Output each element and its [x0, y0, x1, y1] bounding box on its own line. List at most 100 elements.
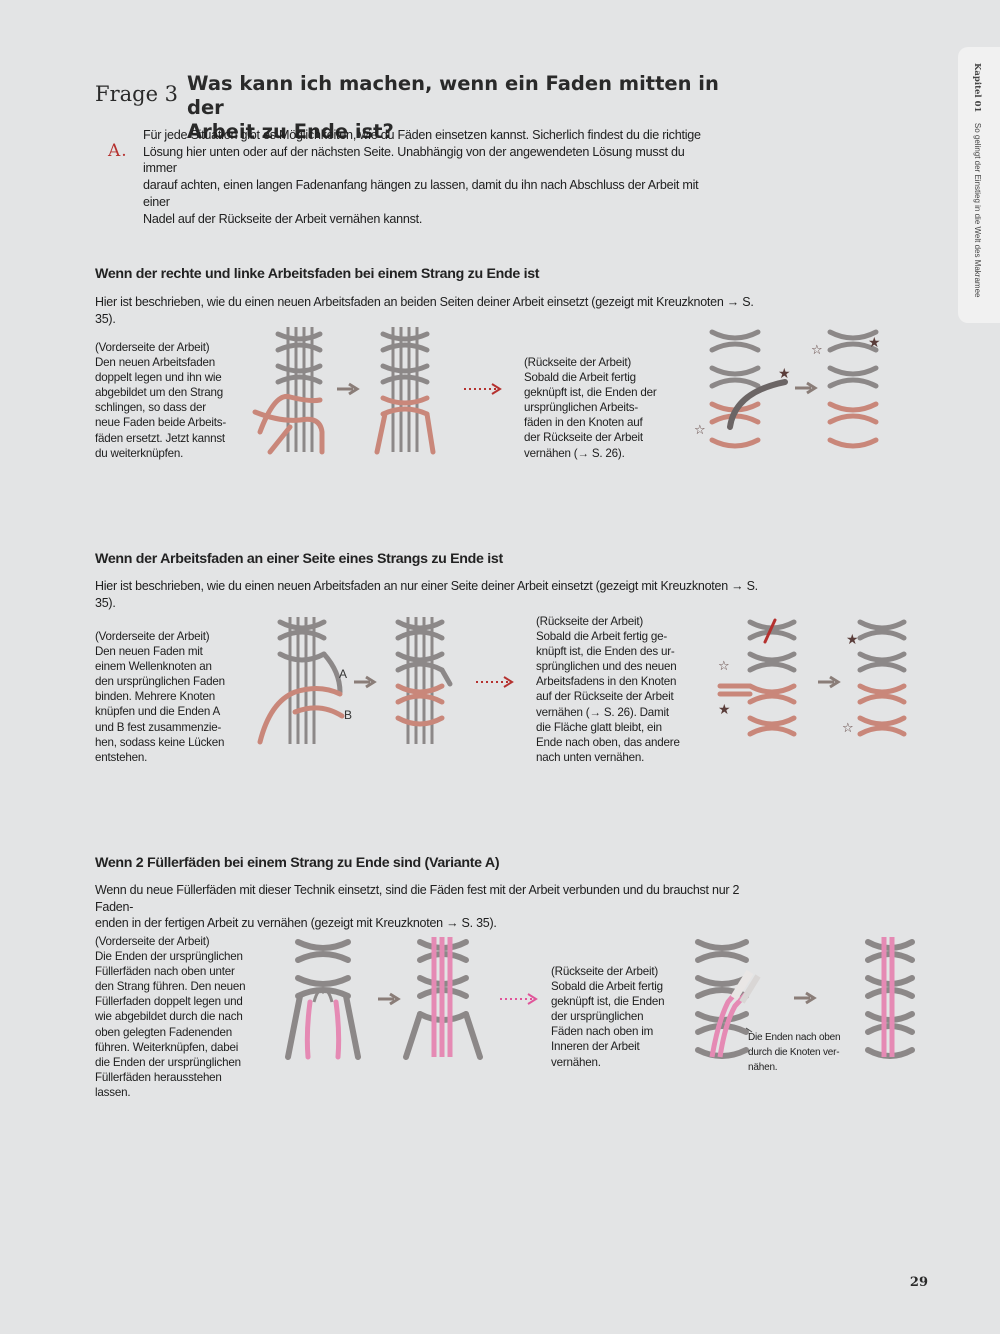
svg-text:★: ★ — [718, 702, 731, 718]
svg-text:☆: ☆ — [842, 721, 854, 736]
caption-line: führen. Weiterknüpfen, dabei — [95, 1040, 239, 1054]
chapter-side-tab: Kapitel 01 So gelingt der Einstieg in di… — [958, 47, 1000, 323]
caption-line: Die Enden der ursprünglichen — [95, 950, 243, 964]
illustration-front-step2 — [395, 617, 453, 744]
caption-back: (Rückseite der Arbeit) Sobald die Arbeit… — [524, 355, 657, 461]
svg-text:☆: ☆ — [694, 423, 706, 438]
section-heading: Wenn der Arbeitsfaden an einer Seite ein… — [95, 551, 503, 567]
caption-line: (Rückseite der Arbeit) — [536, 615, 644, 628]
caption-line: vernähen (→ S. 26). Damit — [536, 705, 669, 719]
arrow-icon — [378, 992, 401, 1006]
section-intro-line: Wenn du neue Füllerfäden mit dieser Tech… — [95, 883, 740, 914]
caption-line: Arbeitsfadens in den Knoten — [536, 675, 677, 689]
caption-line: fäden ersetzt. Jetzt kannst — [95, 431, 225, 445]
caption-line: oben gelegten Fadenenden — [95, 1025, 233, 1039]
caption-line: nach unten vernähen. — [536, 750, 645, 764]
section-heading: Wenn 2 Füllerfäden bei einem Strang zu E… — [95, 855, 500, 871]
caption-line: (Vorderseite der Arbeit) — [95, 935, 210, 948]
dotted-arrow-icon — [500, 993, 538, 1005]
section-intro: Hier ist beschrieben, wie du einen neuen… — [95, 295, 754, 326]
caption-line: Fäden nach oben im — [551, 1025, 654, 1039]
chapter-label: Kapitel 01 — [972, 63, 982, 113]
caption-line: einem Wellenknoten an — [95, 660, 212, 674]
caption-line: auf der Rückseite der Arbeit — [536, 690, 674, 704]
question-title: Was kann ich machen, wenn ein Faden mitt… — [187, 72, 747, 144]
label-b: B — [344, 708, 352, 722]
caption-line: neue Faden beide Arbeits- — [95, 416, 226, 430]
section-intro: Hier ist beschrieben, wie du einen neuen… — [95, 579, 758, 610]
caption-line: der Rückseite der Arbeit — [524, 431, 643, 445]
caption-line: und B fest zusammenzie- — [95, 720, 222, 734]
caption-back: (Rückseite der Arbeit) Sobald die Arbeit… — [551, 964, 665, 1070]
illustration-front-step1 — [252, 327, 325, 455]
caption-line: der ursprünglichen — [551, 1010, 644, 1024]
caption-line: knüpft ist, die Enden des ur- — [536, 645, 675, 659]
caption-line: den Strang führen. Den neuen — [95, 980, 246, 994]
illustration-back-steps: ★ ☆ ☆ ★ — [694, 329, 881, 449]
caption-line: Sobald die Arbeit fertig — [551, 980, 663, 994]
caption-line: die Fläche glatt bleibt, ein — [536, 720, 662, 734]
answer-line: Für jede Situation gibt es Möglichkeiten… — [143, 128, 701, 142]
section-heading: Wenn der rechte und linke Arbeitsfaden b… — [95, 266, 540, 282]
answer-line: darauf achten, einen langen Fadenanfang … — [143, 178, 699, 209]
note-line: nähen. — [748, 1062, 778, 1073]
answer-text: Für jede Situation gibt es Möglichkeiten… — [143, 127, 703, 227]
caption-back: (Rückseite der Arbeit) Sobald die Arbeit… — [536, 614, 680, 765]
illustration-back-steps: ☆ ★ ★ ☆ — [717, 618, 907, 737]
caption-line: (Rückseite der Arbeit) — [551, 965, 659, 978]
caption-line: Den neuen Faden mit — [95, 645, 203, 659]
caption-front: (Vorderseite der Arbeit) Die Enden der u… — [95, 934, 246, 1100]
answer-line: Lösung hier unten oder auf der nächsten … — [143, 144, 685, 176]
caption-line: die Enden der ursprünglichen — [95, 1055, 241, 1069]
question-title-line: Arbeit zu Ende ist? — [187, 120, 394, 143]
caption-line: lassen. — [95, 1085, 131, 1099]
svg-text:★: ★ — [868, 335, 881, 351]
arrow-icon — [354, 675, 377, 689]
section-intro-line: enden in der fertigen Arbeit zu vernähen… — [95, 916, 497, 930]
page-number: 29 — [909, 1275, 928, 1290]
chapter-title: So gelingt der Einstieg in die Welt des … — [973, 122, 982, 298]
dotted-arrow-icon — [476, 676, 514, 688]
svg-text:☆: ☆ — [718, 659, 730, 674]
caption-line: Den neuen Arbeitsfaden — [95, 356, 216, 370]
note-line: Die Enden nach oben — [748, 1032, 841, 1043]
caption-line: Inneren der Arbeit — [551, 1040, 640, 1054]
illustration-front-step1: A B — [257, 617, 352, 745]
caption-line: doppelt legen und ihn wie — [95, 371, 222, 385]
note-line: durch die Knoten ver- — [748, 1047, 840, 1058]
caption-line: hen, sodass keine Lücken — [95, 735, 225, 749]
svg-text:★: ★ — [846, 632, 859, 648]
caption-line: den ursprünglichen Faden — [95, 675, 225, 689]
answer-label: A. — [108, 141, 128, 161]
caption-line: geknüpft ist, die Enden der — [524, 386, 657, 400]
chapter-tab-text: Kapitel 01 So gelingt der Einstieg in di… — [972, 63, 982, 297]
caption-line: Füllerfäden herausstehen — [95, 1070, 222, 1084]
svg-text:☆: ☆ — [811, 343, 823, 358]
caption-line: geknüpft ist, die Enden — [551, 995, 665, 1009]
caption-line: (Vorderseite der Arbeit) — [95, 630, 210, 643]
illustration-back-steps — [695, 937, 915, 1059]
illustration-front-step1 — [285, 939, 361, 1060]
caption-line: (Vorderseite der Arbeit) — [95, 341, 210, 354]
caption-front: (Vorderseite der Arbeit) Den neuen Faden… — [95, 629, 225, 765]
caption-line: schlingen, so dass der — [95, 401, 206, 415]
caption-line: (Rückseite der Arbeit) — [524, 356, 632, 369]
section-intro: Wenn du neue Füllerfäden mit dieser Tech… — [95, 882, 775, 932]
caption-line: sprünglichen und des neuen — [536, 660, 677, 674]
caption-line: entstehen. — [95, 750, 148, 764]
caption-line: binden. Mehrere Knoten — [95, 690, 215, 704]
answer-line: Nadel auf der Rückseite der Arbeit vernä… — [143, 211, 423, 226]
caption-line: fäden in den Knoten auf — [524, 416, 643, 430]
arrow-icon — [337, 382, 360, 396]
caption-line: Sobald die Arbeit fertig ge- — [536, 630, 668, 644]
caption-line: knüpfen und die Enden A — [95, 705, 220, 719]
caption-line: wie abgebildet durch die nach — [95, 1010, 243, 1024]
caption-line: ursprünglichen Arbeits- — [524, 401, 638, 415]
question-label: Frage 3 — [95, 82, 179, 106]
svg-text:★: ★ — [778, 366, 791, 382]
dotted-arrow-icon — [464, 383, 502, 395]
caption-line: Ende nach oben, das andere — [536, 735, 680, 749]
caption-line: Füllerfäden nach oben unter — [95, 965, 235, 979]
label-a: A — [339, 667, 347, 681]
note-text: Die Enden nach oben durch die Knoten ver… — [748, 1030, 841, 1075]
